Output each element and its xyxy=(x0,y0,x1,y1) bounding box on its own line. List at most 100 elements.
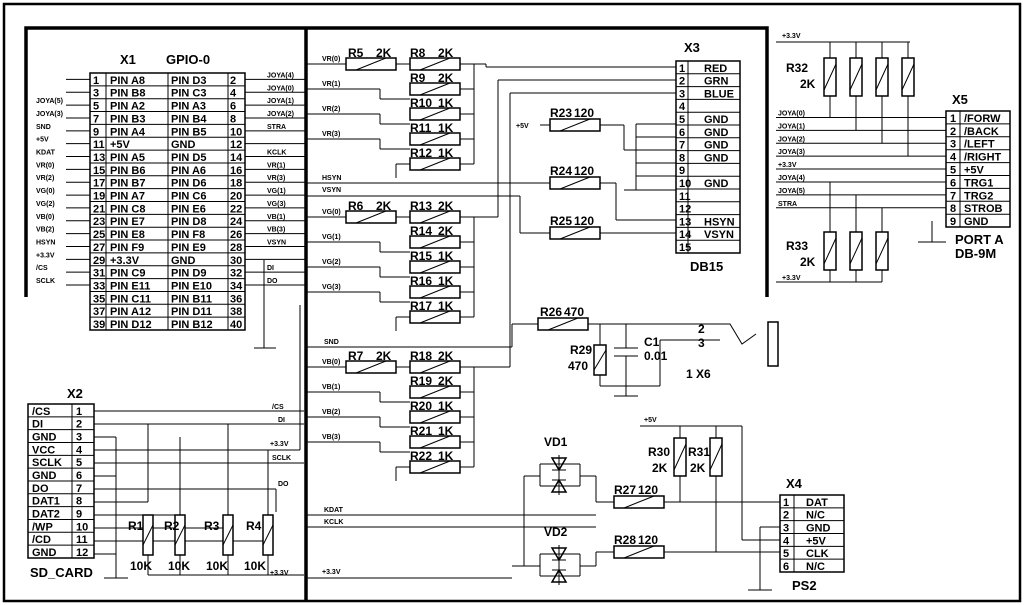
x6-ref: 1 X6 xyxy=(686,367,711,381)
x1-pin-right-name: PIN E10 xyxy=(171,280,212,292)
x2-pin-name: GND xyxy=(32,431,57,443)
r27-val: 120 xyxy=(638,483,658,497)
dac-input-label: VG(0) xyxy=(322,209,341,216)
resistor-r6-stroke xyxy=(355,210,387,224)
x2-pin-num: 9 xyxy=(76,508,82,520)
x1-pin-right-name: PIN B12 xyxy=(171,319,213,331)
x4-ref: X4 xyxy=(786,476,803,491)
x2-pin-num: 8 xyxy=(76,496,82,508)
x1-pin-right: 28 xyxy=(230,242,242,254)
x5-pin-num: 5 xyxy=(950,165,956,177)
kdat-label: KDAT xyxy=(324,507,344,514)
x1-pin-left-name: PIN A8 xyxy=(110,75,145,87)
sd-pullups: R1 10K R2 10K R3 10K R4 10K xyxy=(128,514,274,573)
sound-circuit: SND R26 470 R29 470 C1 0.01 2 3 1 X6 xyxy=(306,305,779,397)
r17-val: 1K xyxy=(438,299,454,313)
x6-pin3: 3 xyxy=(698,336,705,350)
x2-net-di: DI xyxy=(278,417,285,424)
x1-pin-left: 25 xyxy=(93,229,105,241)
x1-pin-left-name: PIN D12 xyxy=(110,319,152,331)
x1-ref: X1 xyxy=(120,52,136,67)
x3-pin-num: 6 xyxy=(679,127,685,139)
x5-signal: +3.3V xyxy=(778,162,797,169)
r8-val: 2K xyxy=(438,46,454,60)
x1-left-signal: /CS xyxy=(36,265,48,272)
vsyn-label: VSYN xyxy=(322,187,341,194)
x1-pin-left: 9 xyxy=(93,126,99,138)
r30-val: 2K xyxy=(652,461,668,475)
x3-pin-name: GND xyxy=(704,140,729,152)
x1-left-signal: +5V xyxy=(36,137,49,144)
x5-v33-top: +3.3V xyxy=(782,33,801,40)
x1-pin-right: 32 xyxy=(230,268,242,280)
resistor-r16-stroke xyxy=(419,285,451,299)
x1-pin-right-name: PIN C6 xyxy=(171,191,206,203)
x2-pin-name: DAT1 xyxy=(32,496,60,508)
vd1-ref: VD1 xyxy=(544,435,568,449)
x2-net-v33b: +3.3V xyxy=(270,570,289,577)
x5-subname: DB-9M xyxy=(955,246,996,261)
x3-pin-name: HSYN xyxy=(704,216,735,228)
r32-element-stroke xyxy=(901,63,915,91)
x5-pin-num: 9 xyxy=(950,216,956,228)
x4-pin-num: 6 xyxy=(783,561,789,573)
x1-pin-left-name: PIN F9 xyxy=(110,242,144,254)
dac-input-label: VG(1) xyxy=(322,234,341,241)
r14-ref: R14 xyxy=(410,224,432,238)
x1-pin-left: 31 xyxy=(93,268,105,280)
r33-element-stroke xyxy=(875,237,889,265)
x1-right-signal: DO xyxy=(267,278,278,285)
x1-pin-right-name: PIN D6 xyxy=(171,178,206,190)
r12-val: 1K xyxy=(438,146,454,160)
x5-pin-name: /FORW xyxy=(964,113,1001,125)
x1-pin-right: 12 xyxy=(230,139,242,151)
resistor-r1: R1 10K xyxy=(128,514,154,573)
dac-input-label: VG(3) xyxy=(322,284,341,291)
x5-signal: JOYA(1) xyxy=(778,123,805,130)
x1-pin-left: 17 xyxy=(93,178,105,190)
r19-ref: R19 xyxy=(410,374,432,388)
x1-right-signal: VB(3) xyxy=(267,227,285,234)
x1-pin-right-name: PIN D9 xyxy=(171,268,206,280)
r9-val: 2K xyxy=(438,71,454,85)
r8-ref: R8 xyxy=(410,46,426,60)
x3-pin-name: GND xyxy=(704,127,729,139)
x5-ref: X5 xyxy=(952,92,968,107)
dac-input-label: VR(3) xyxy=(322,131,340,138)
x5-signal: JOYA(0) xyxy=(778,110,805,117)
x3-pin-name: GND xyxy=(704,152,729,164)
r17-ref: R17 xyxy=(410,299,432,313)
x1-left-signal: VB(2) xyxy=(36,227,54,234)
r9-ref: R9 xyxy=(410,71,426,85)
x1-pin-right-name: PIN B4 xyxy=(171,113,207,125)
x1-pin-left-name: PIN B7 xyxy=(110,178,145,190)
r1-val: 10K xyxy=(130,559,152,573)
dac-input-label: VG(2) xyxy=(322,259,341,266)
v5-label-r23: +5V xyxy=(516,123,529,130)
x1-pin-left: 5 xyxy=(93,101,99,113)
x4-pin-name: DAT xyxy=(806,497,828,509)
r32-array xyxy=(823,57,915,97)
r5-val: 2K xyxy=(376,46,392,60)
x2-net-do: DO xyxy=(278,481,289,488)
r20-val: 1K xyxy=(438,399,454,413)
x3-pin-name: GND xyxy=(704,114,729,126)
x1-right-signal: VB(1) xyxy=(267,214,285,221)
x1-right-signal: STRA xyxy=(267,124,286,131)
x1-pin-left: 23 xyxy=(93,216,105,228)
x3-ref: X3 xyxy=(684,40,700,55)
x3-pin-name: RED xyxy=(704,63,727,75)
dac-input-label: VR(2) xyxy=(322,106,340,113)
resistor-r13-stroke xyxy=(419,210,451,224)
x1-pin-right: 18 xyxy=(230,178,242,190)
x2-pin-num: 11 xyxy=(76,534,88,546)
x1-pin-right-name: PIN E9 xyxy=(171,242,206,254)
x3-pin-num: 8 xyxy=(679,152,685,164)
x3-pin-num: 3 xyxy=(679,88,685,100)
sync-resistors: +5V R23 120 R24 120 R25 120 HSYN VSYN xyxy=(306,106,676,240)
r10-ref: R10 xyxy=(410,96,432,110)
